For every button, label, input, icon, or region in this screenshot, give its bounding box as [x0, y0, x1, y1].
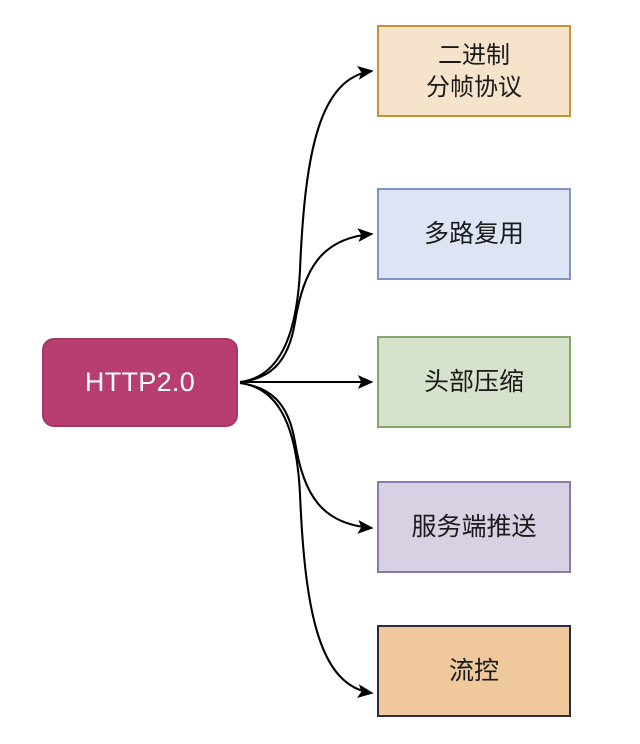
node-label: 流控: [448, 656, 499, 685]
node-binary-framing[interactable]: 二进制 分帧协议: [377, 25, 571, 117]
node-http2[interactable]: HTTP2.0: [42, 338, 238, 427]
edge-to-server-push: [239, 381, 374, 534]
node-label: 二进制 分帧协议: [426, 40, 522, 101]
node-label: 多路复用: [423, 219, 524, 248]
node-server-push[interactable]: 服务端推送: [377, 481, 571, 573]
node-label: 头部压缩: [423, 367, 524, 396]
edge-to-binary-framing: [239, 66, 374, 384]
edge-to-multiplexing: [239, 228, 374, 384]
edge-to-flow-control: [239, 381, 374, 698]
node-label: 服务端推送: [411, 512, 537, 541]
node-multiplexing[interactable]: 多路复用: [377, 188, 571, 280]
node-header-compression[interactable]: 头部压缩: [377, 336, 571, 428]
node-label: HTTP2.0: [84, 367, 196, 398]
node-flow-control[interactable]: 流控: [377, 625, 571, 717]
